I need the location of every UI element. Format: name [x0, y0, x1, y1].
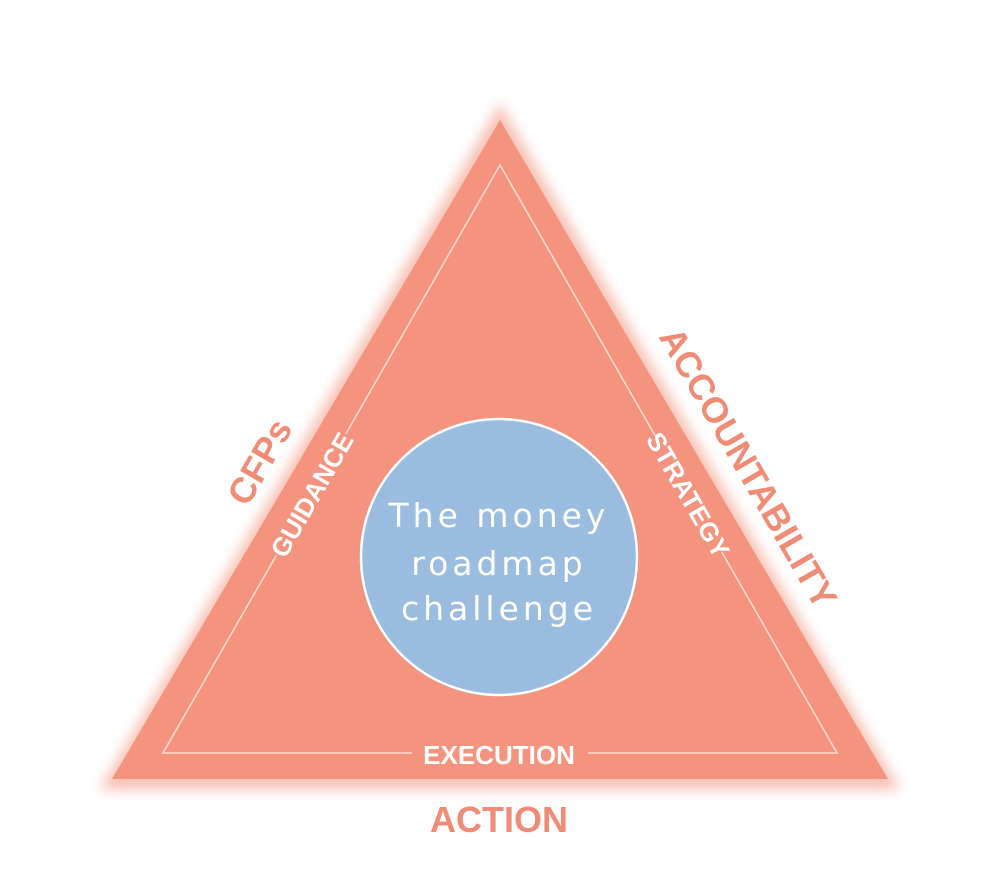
- center-title-line-1: The money: [388, 496, 610, 535]
- outer-label-bottom: ACTION: [430, 799, 568, 840]
- center-circle: [359, 417, 639, 697]
- center-title-line-2: roadmap: [411, 544, 587, 583]
- inner-label-masks: [261, 425, 737, 770]
- inner-label-bottom: EXECUTION: [423, 740, 575, 770]
- center-title-line-3: challenge: [401, 589, 597, 628]
